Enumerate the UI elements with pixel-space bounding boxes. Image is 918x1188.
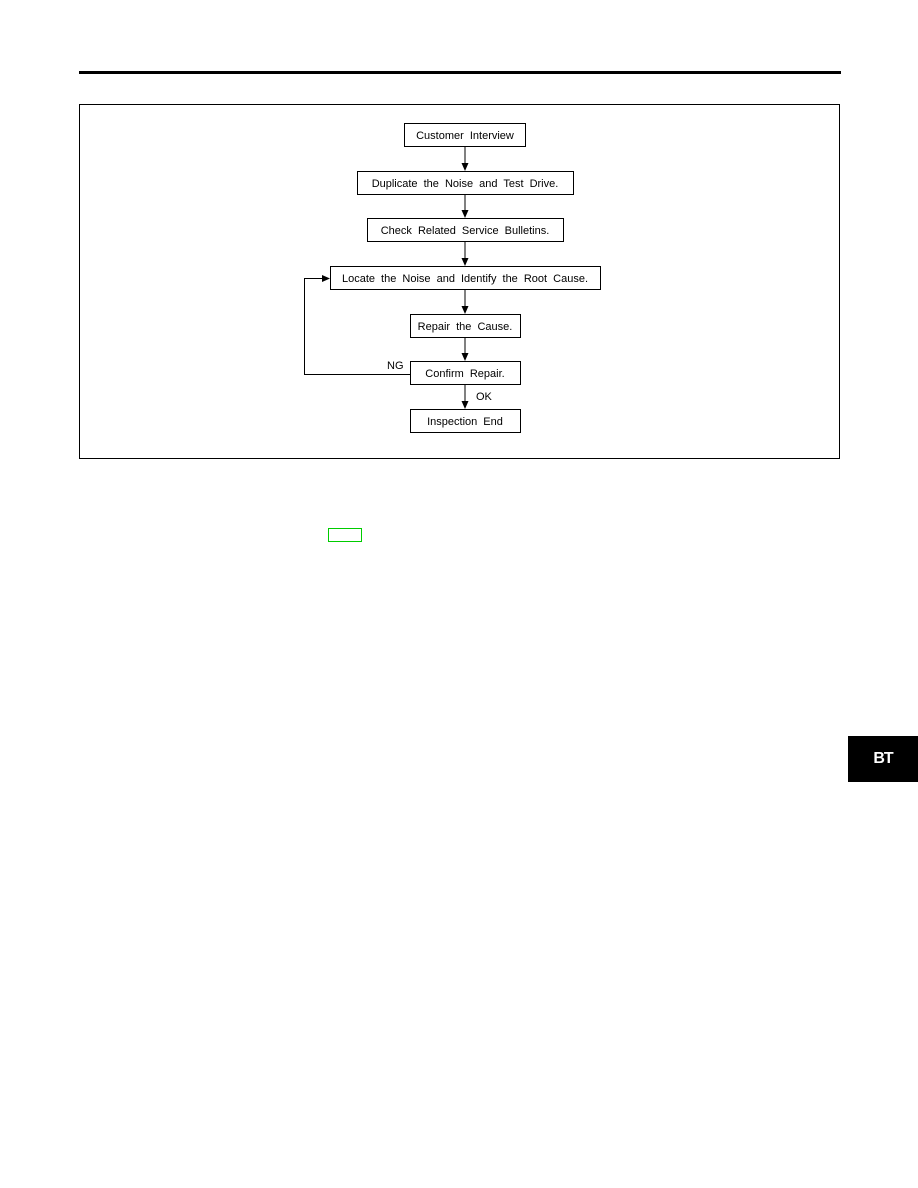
edge-label-ng: NG (387, 360, 404, 372)
arrow-6 (461, 385, 469, 409)
node-customer-interview-label: Customer Interview (416, 130, 514, 142)
section-tab: BT (848, 736, 918, 782)
node-confirm-repair: Confirm Repair. (410, 361, 521, 385)
header-rule (79, 71, 841, 74)
edge-label-ok: OK (476, 391, 493, 403)
ng-loop-connector (304, 275, 411, 375)
arrow-4 (461, 290, 469, 314)
node-repair-cause-label: Repair the Cause. (418, 321, 513, 333)
node-duplicate-noise: Duplicate the Noise and Test Drive. (357, 171, 574, 195)
flowchart: Customer Interview Duplicate the Noise a… (304, 123, 601, 433)
node-locate-noise: Locate the Noise and Identify the Root C… (330, 266, 601, 290)
section-tab-label: BT (873, 750, 893, 767)
node-inspection-end-label: Inspection End (427, 416, 503, 428)
flowchart-frame (79, 104, 840, 459)
node-check-bulletins: Check Related Service Bulletins. (367, 218, 564, 242)
node-check-bulletins-label: Check Related Service Bulletins. (381, 225, 550, 237)
node-inspection-end: Inspection End (410, 409, 521, 433)
node-duplicate-noise-label: Duplicate the Noise and Test Drive. (372, 178, 559, 190)
node-confirm-repair-label: Confirm Repair. (425, 368, 504, 380)
arrow-5 (461, 338, 469, 361)
node-customer-interview: Customer Interview (404, 123, 526, 147)
arrow-3 (461, 242, 469, 266)
node-locate-noise-label: Locate the Noise and Identify the Root C… (342, 273, 588, 285)
node-repair-cause: Repair the Cause. (410, 314, 521, 338)
arrow-1 (461, 147, 469, 171)
arrow-2 (461, 195, 469, 218)
link-marker[interactable] (328, 528, 362, 542)
